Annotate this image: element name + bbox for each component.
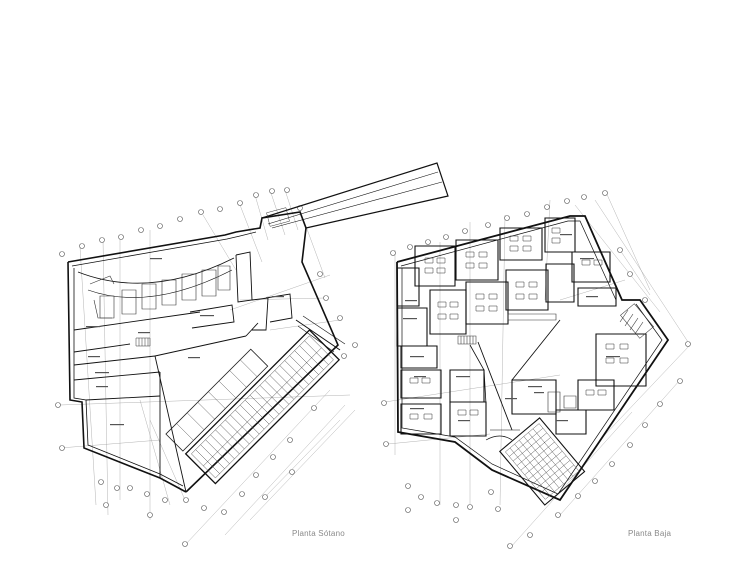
plan-baja xyxy=(382,190,691,549)
parking-top-sotano xyxy=(90,266,230,318)
stairs-sotano xyxy=(136,208,289,346)
walls-sotano xyxy=(68,163,448,492)
grid-bubbles-baja xyxy=(382,191,691,549)
walls-baja xyxy=(397,216,668,500)
counters-baja xyxy=(508,314,576,412)
plan-sotano xyxy=(56,163,449,547)
room-tags-sotano xyxy=(86,258,284,426)
ramp-sotano xyxy=(296,316,345,352)
plan-title-baja: Planta Baja xyxy=(628,529,672,538)
grid-bubbles-sotano xyxy=(56,188,358,547)
auditorium-seats-baja xyxy=(505,424,579,500)
plan-title-sotano: Planta Sótano xyxy=(292,529,345,538)
grid-lines-baja xyxy=(385,190,690,548)
stairs-baja xyxy=(458,304,654,344)
atrium-baja xyxy=(470,320,560,440)
room-tags-baja xyxy=(403,234,620,422)
grid-lines-sotano xyxy=(60,190,355,545)
furniture-baja xyxy=(410,228,628,419)
offices-baja xyxy=(397,218,646,505)
parking-hall-sotano xyxy=(166,310,339,483)
